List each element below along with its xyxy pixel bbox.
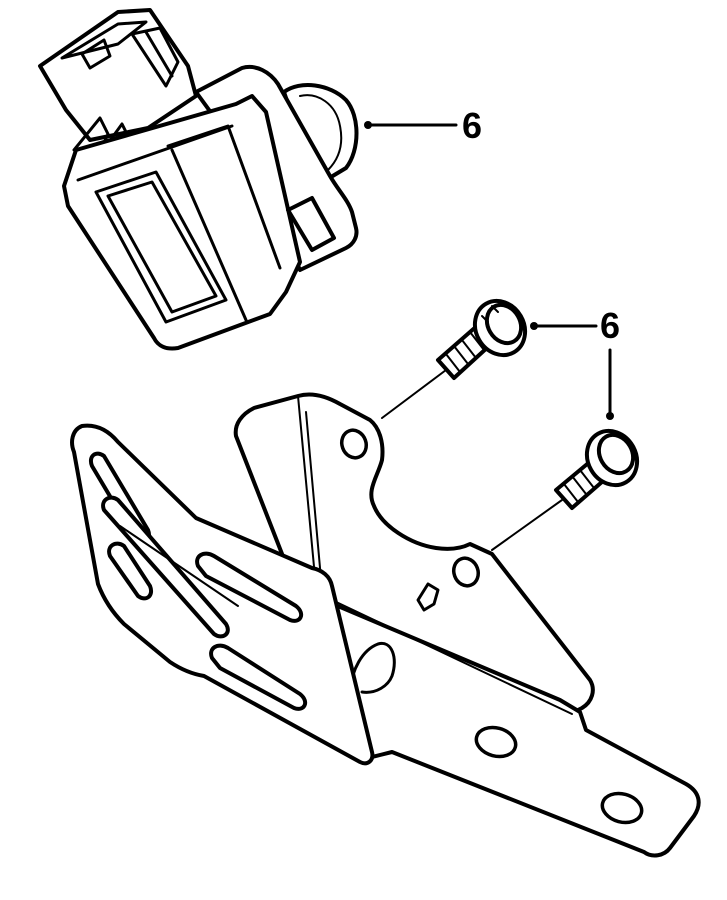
callout-2: 6	[530, 305, 620, 420]
screw-upper	[436, 298, 528, 380]
axis-line-lower	[491, 499, 563, 551]
screw-lower	[554, 428, 640, 510]
callout-2-label: 6	[600, 305, 620, 346]
callout-1: 6	[364, 105, 482, 146]
axis-line-upper	[381, 369, 447, 419]
callout-1-label: 6	[462, 105, 482, 146]
sensor-assembly	[38, 8, 359, 351]
mounting-bracket	[70, 392, 701, 858]
